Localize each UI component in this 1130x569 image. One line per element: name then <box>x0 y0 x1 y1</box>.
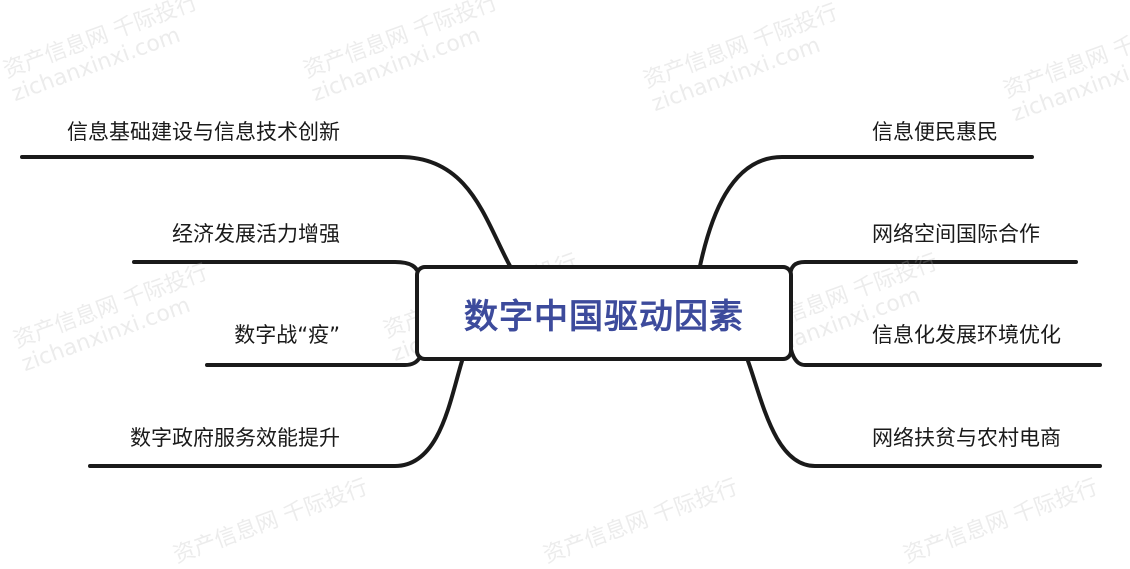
branch-right-1: 信息便民惠民 <box>872 120 998 144</box>
branch-right-2: 网络空间国际合作 <box>872 222 1040 246</box>
central-title: 数字中国驱动因素 <box>464 296 744 337</box>
connector-left-2 <box>132 260 422 280</box>
connector-right-4 <box>746 359 1102 468</box>
connector-left-1 <box>20 155 512 268</box>
connector-right-1 <box>698 155 1034 268</box>
branch-left-4: 数字政府服务效能提升 <box>130 426 340 450</box>
branch-left-1: 信息基础建设与信息技术创新 <box>67 120 340 144</box>
branch-right-3: 信息化发展环境优化 <box>872 323 1061 347</box>
branch-left-3: 数字战“疫” <box>234 323 340 347</box>
central-node: 数字中国驱动因素 <box>415 265 793 361</box>
branch-right-4: 网络扶贫与农村电商 <box>872 426 1061 450</box>
connector-right-2 <box>788 260 1078 280</box>
branch-left-2: 经济发展活力增强 <box>172 222 340 246</box>
connector-left-4 <box>88 359 464 468</box>
